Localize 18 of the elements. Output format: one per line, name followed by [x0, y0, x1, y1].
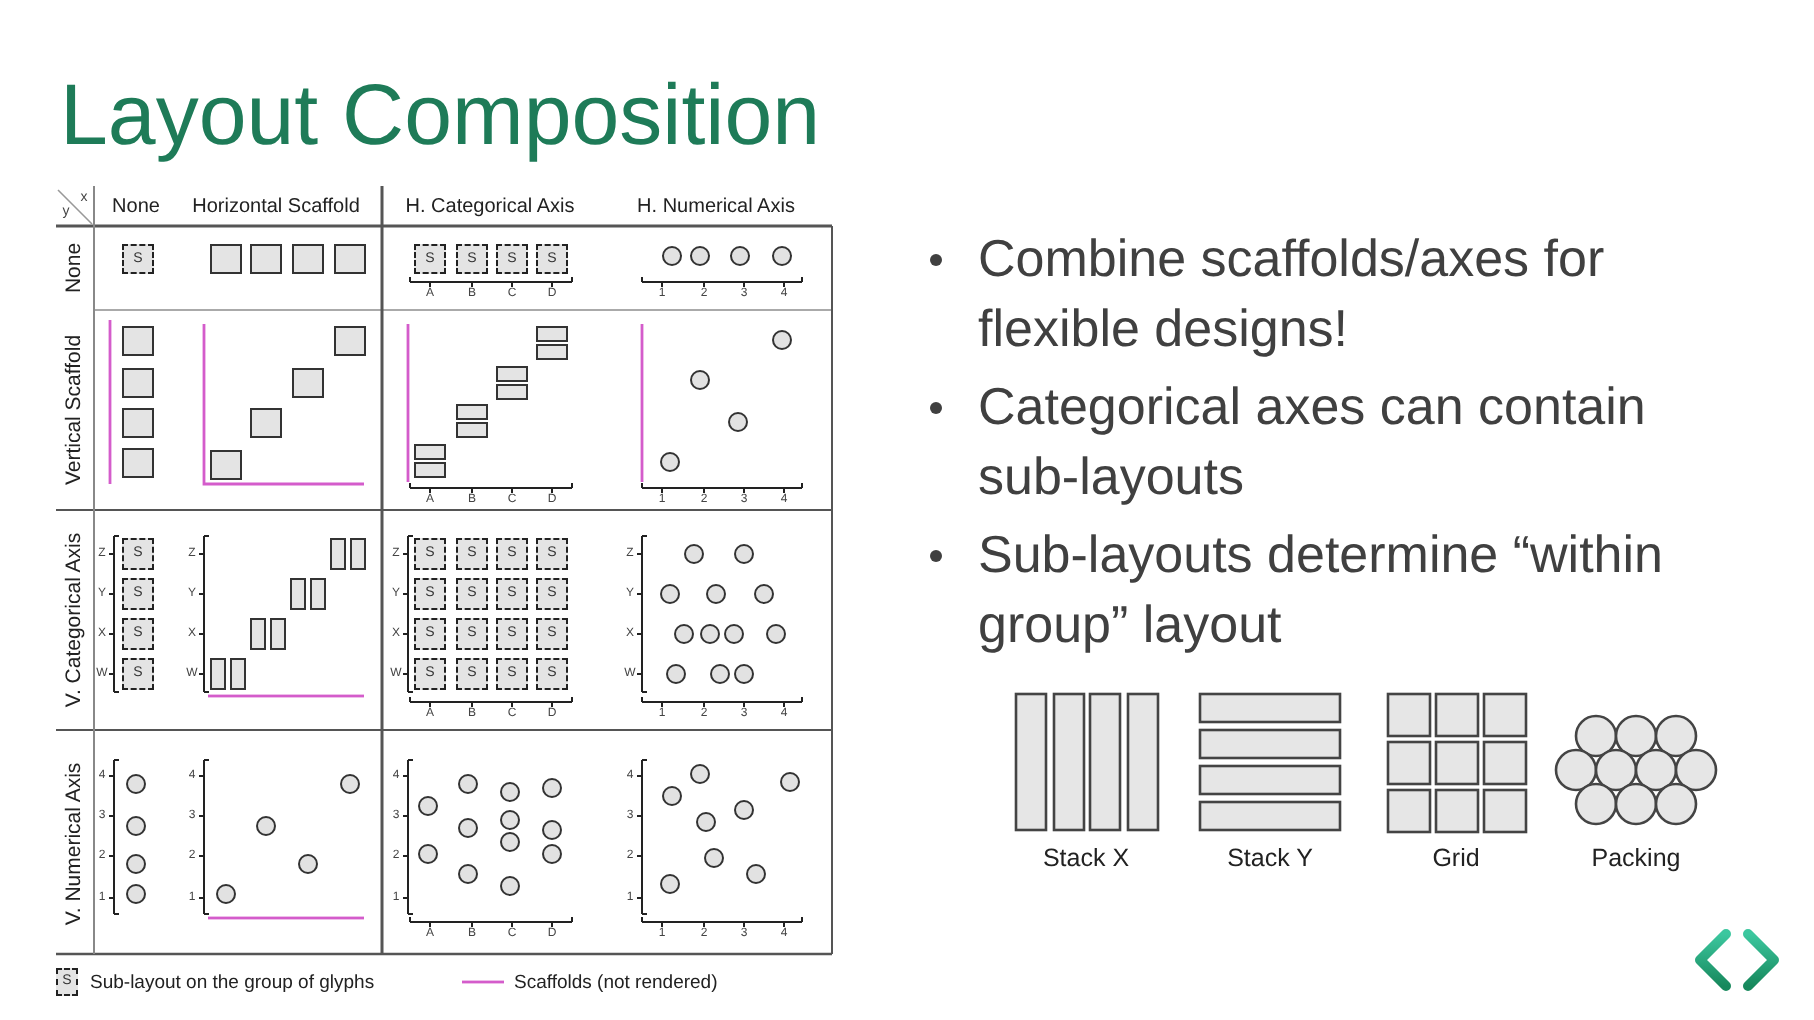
- column-header: None: [112, 198, 160, 218]
- bullet-text: Combine scaffolds/axes for flexible designs!: [978, 226, 1607, 362]
- column-header: Horizontal Scaffold: [192, 198, 360, 218]
- column-header: H. Categorical Axis: [405, 198, 575, 218]
- column-header: H. Numerical Axis: [637, 198, 795, 218]
- row-header: V. Categorical Axis: [63, 532, 85, 708]
- row-header: V. Numerical Axis: [63, 762, 85, 926]
- row-header: Vertical Scaffold: [63, 334, 85, 486]
- layout-caption: Stack X: [1042, 845, 1130, 871]
- layout-caption: Stack Y: [1227, 845, 1313, 871]
- bullet-text: Categorical axes can contain sub-layouts: [978, 374, 1648, 510]
- slide-title: Layout Composition: [60, 68, 821, 164]
- legend-text: Scaffolds (not rendered): [514, 972, 718, 994]
- row-header: None: [63, 242, 85, 294]
- layout-caption: Grid: [1432, 845, 1480, 871]
- bullet-text: Sub-layouts determine “within group” layout: [978, 522, 1665, 658]
- layout-caption: Packing: [1591, 845, 1681, 871]
- legend-text: Sub-layout on the group of glyphs: [90, 972, 375, 994]
